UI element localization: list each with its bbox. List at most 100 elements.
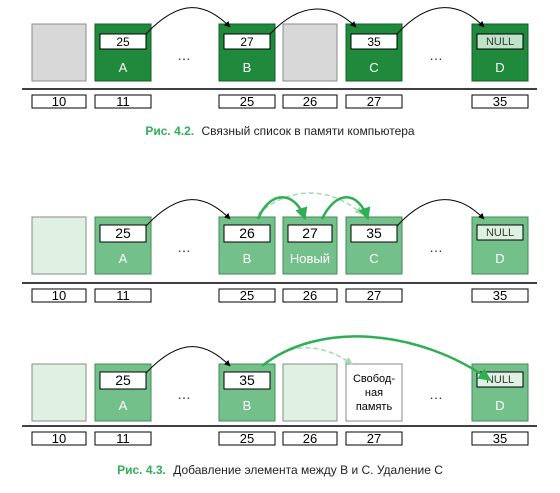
- address-label: 26: [303, 431, 317, 446]
- ellipsis: …: [429, 386, 443, 402]
- pointer-value: 35: [239, 372, 255, 388]
- pointer-arrow: [396, 7, 485, 35]
- pointer-field: [350, 33, 398, 50]
- node-c: 35 C: [345, 216, 403, 275]
- pointer-field: [476, 33, 524, 50]
- node-b: 26 B: [218, 216, 276, 275]
- address-row: 10 11 25 26 27 35: [31, 288, 529, 303]
- node-label: A: [119, 251, 128, 266]
- address-label: 27: [367, 288, 381, 303]
- address-label: 35: [493, 94, 507, 109]
- free-memory-box: [345, 363, 403, 422]
- ellipsis: …: [177, 239, 191, 255]
- pointer-field: [99, 33, 147, 50]
- free-memory-line: Свобод-: [353, 373, 395, 385]
- figure-4-3-delete: 25 A … 35 B Свобод- ная память … NULL D: [22, 335, 537, 477]
- node-d: NULL D: [471, 23, 529, 82]
- new-pointer-arrow: [320, 196, 371, 221]
- pointer-arrow: [145, 199, 231, 227]
- address-label: 25: [240, 94, 254, 109]
- empty-cell: [282, 363, 338, 422]
- empty-cell: [31, 216, 87, 275]
- pointer-field: [223, 224, 271, 243]
- pointer-value: 27: [240, 35, 254, 49]
- pointer-value: NULL: [486, 36, 514, 48]
- pointer-value: 25: [115, 225, 131, 241]
- node-new: 27 Новый: [282, 216, 338, 275]
- empty-cell: [31, 363, 87, 422]
- free-memory-line: ная: [365, 387, 383, 399]
- address-label: 25: [240, 431, 254, 446]
- pointer-field: [287, 224, 333, 243]
- empty-cell: [282, 23, 338, 82]
- node-label: B: [243, 251, 252, 266]
- address-label: 11: [116, 288, 130, 303]
- ellipsis: …: [177, 47, 191, 63]
- pointer-value: 26: [239, 225, 255, 241]
- node-b: 27 B: [218, 23, 276, 82]
- node-a: 25 A: [94, 23, 152, 82]
- free-memory-cell: Свобод- ная память: [345, 363, 403, 422]
- pointer-value: 35: [367, 35, 381, 49]
- pointer-value: 27: [302, 225, 318, 241]
- pointer-field: [476, 224, 524, 241]
- node-a: 25 A: [94, 363, 152, 422]
- ellipsis: …: [429, 47, 443, 63]
- figure-4-2: 25 A … 27 B 35 C … NULL D: [22, 7, 537, 138]
- node-label: D: [495, 398, 504, 413]
- node-d: NULL D: [471, 216, 529, 275]
- caption-text: Связный список в памяти компьютера: [201, 124, 414, 138]
- free-memory-line: память: [356, 401, 393, 413]
- address-label: 10: [52, 431, 66, 446]
- node-label: D: [495, 60, 504, 75]
- new-pointer-arrow: [256, 196, 308, 221]
- pointer-value: 35: [366, 225, 382, 241]
- pointer-arrow: [396, 199, 485, 227]
- ellipsis: …: [177, 386, 191, 402]
- node-label: D: [495, 251, 504, 266]
- pointer-field: [223, 33, 271, 50]
- empty-cell: [31, 23, 87, 82]
- caption-label: Рис. 4.2.: [145, 124, 194, 138]
- node-label: C: [369, 60, 378, 75]
- pointer-value: NULL: [486, 374, 514, 386]
- address-label: 27: [367, 94, 381, 109]
- node-c: 35 C: [345, 23, 403, 82]
- node-label: Новый: [290, 251, 330, 266]
- node-label: A: [119, 60, 128, 75]
- node-label: B: [243, 60, 252, 75]
- address-label: 11: [116, 94, 130, 109]
- address-row: 10 11 25 26 27 35: [31, 94, 529, 109]
- node-label: B: [243, 398, 252, 413]
- pointer-field: [99, 224, 147, 243]
- address-label: 26: [303, 94, 317, 109]
- address-row: 10 11 25 26 27 35: [31, 431, 529, 446]
- node-label: C: [369, 251, 378, 266]
- address-label: 35: [493, 288, 507, 303]
- address-label: 26: [303, 288, 317, 303]
- pointer-field: [223, 371, 271, 390]
- node-a: 25 A: [94, 216, 152, 275]
- ellipsis: …: [429, 239, 443, 255]
- address-label: 35: [493, 431, 507, 446]
- pointer-field: [350, 224, 398, 243]
- pointer-arrow: [269, 8, 357, 35]
- node-b: 35 B: [218, 363, 276, 422]
- figure-caption: Рис. 4.2. Связный список в памяти компью…: [145, 124, 415, 138]
- pointer-arrow: [145, 346, 231, 374]
- address-label: 27: [367, 431, 381, 446]
- node-label: A: [119, 398, 128, 413]
- new-pointer-arrow: [261, 335, 492, 382]
- address-label: 10: [52, 288, 66, 303]
- address-label: 25: [240, 288, 254, 303]
- address-label: 11: [116, 431, 130, 446]
- pointer-arrow: [145, 7, 231, 35]
- figure-caption: Рис. 4.3. Добавление элемента между B и …: [117, 463, 443, 477]
- pointer-field: [99, 371, 147, 390]
- pointer-value: 25: [116, 35, 130, 49]
- old-pointer-arrow: [257, 192, 363, 215]
- caption-text: Добавление элемента между B и C. Удалени…: [173, 463, 443, 477]
- pointer-value: NULL: [486, 227, 514, 239]
- caption-label: Рис. 4.3.: [117, 463, 166, 477]
